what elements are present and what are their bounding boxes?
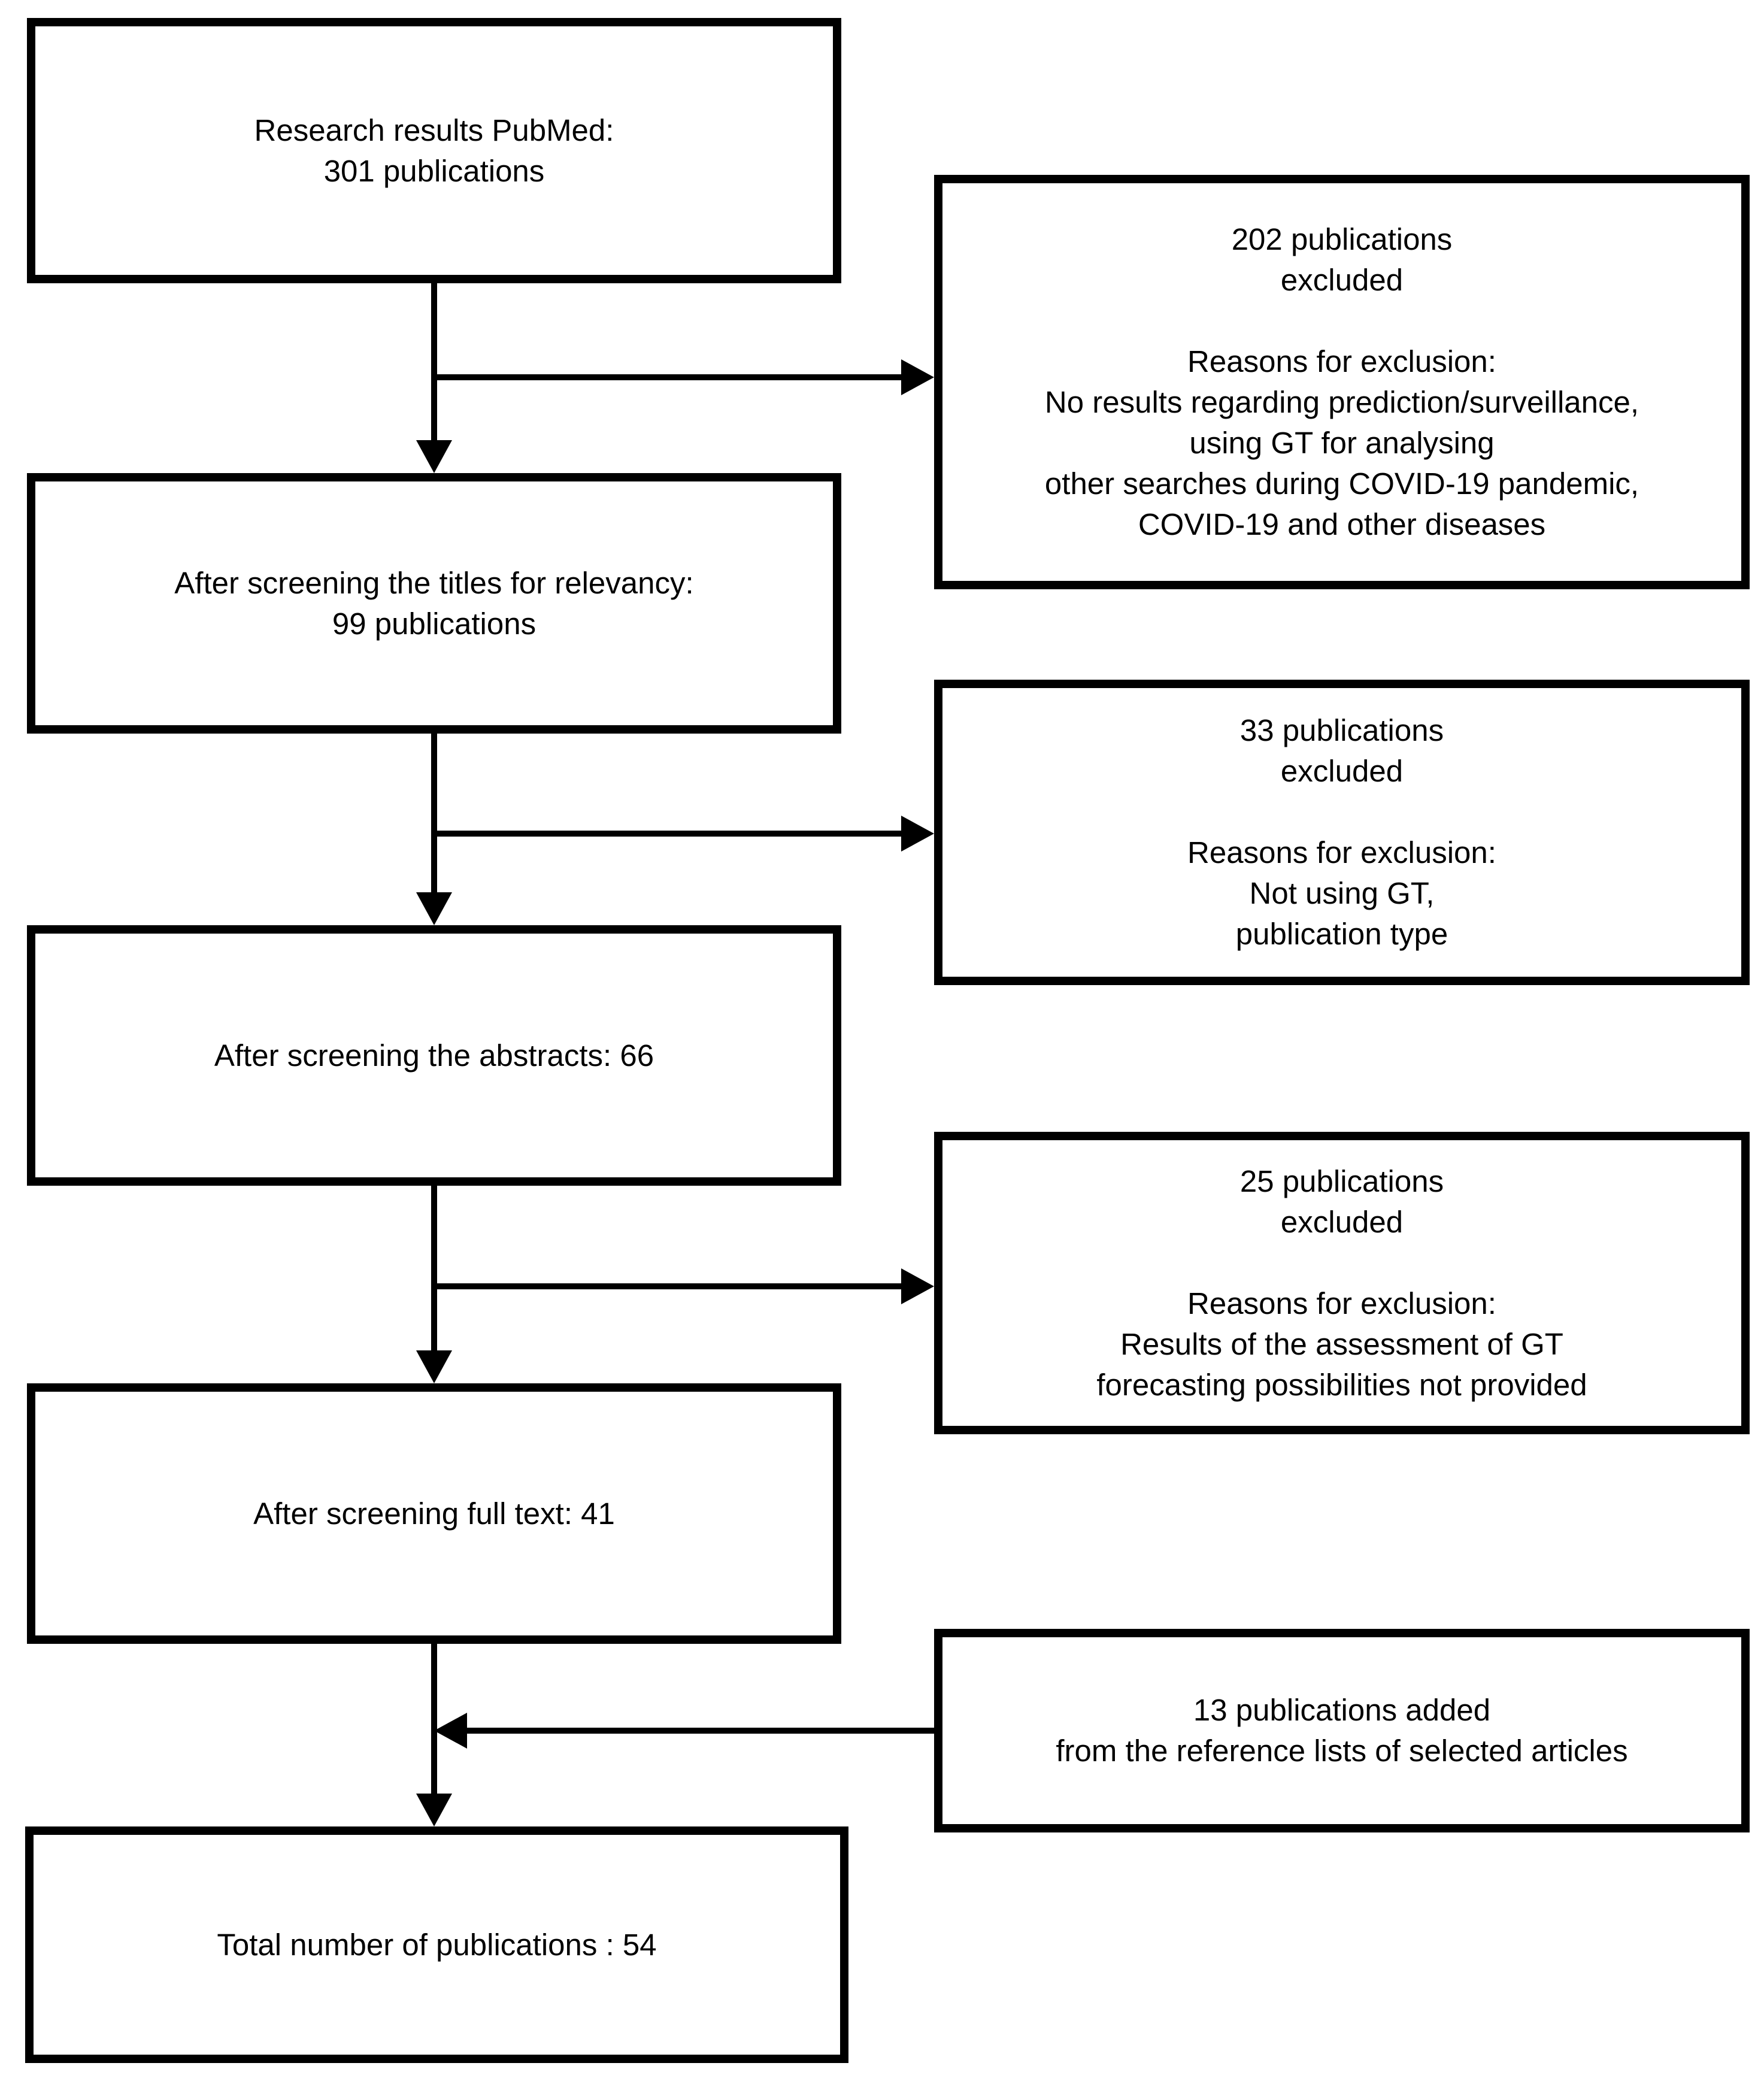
- arrow-down-4-head: [416, 1794, 452, 1826]
- arrow-branch-2-line: [431, 831, 903, 837]
- box-title-screening: After screening the titles for relevancy…: [27, 473, 841, 734]
- box-text-line: 33 publications: [1239, 713, 1444, 747]
- arrow-branch-1-line: [431, 374, 903, 380]
- box-text-line: other searches during COVID-19 pandemic,: [1044, 467, 1639, 501]
- arrow-down-2-line: [431, 734, 437, 894]
- box-added-references: 13 publications added from the reference …: [934, 1629, 1750, 1832]
- box-text-line: publication type: [1235, 917, 1448, 951]
- box-text-line: Total number of publications : 54: [217, 1927, 657, 1962]
- box-text-line: excluded: [1280, 1204, 1404, 1239]
- box-text-line: 13 publications added: [1193, 1693, 1491, 1727]
- arrow-down-3-line: [431, 1186, 437, 1352]
- box-text-line: forecasting possibilities not provided: [1096, 1367, 1587, 1402]
- box-total: Total number of publications : 54: [25, 1826, 848, 2063]
- box-excluded-abstracts: 33 publications excluded Reasons for excl…: [934, 680, 1750, 985]
- arrow-down-1-head: [416, 440, 452, 473]
- box-text-line: After screening the titles for relevancy…: [174, 565, 694, 600]
- box-text-line: Results of the assessment of GT: [1120, 1326, 1563, 1361]
- box-text-line: Reasons for exclusion:: [1187, 835, 1496, 870]
- box-text-line: Reasons for exclusion:: [1187, 344, 1496, 378]
- box-text-line: using GT for analysing: [1189, 426, 1495, 460]
- box-text-line: 99 publications: [332, 606, 537, 641]
- arrow-branch-2-head: [901, 816, 934, 852]
- box-text-line: After screening full text: 41: [253, 1496, 615, 1531]
- arrow-down-2-head: [416, 892, 452, 925]
- box-text-line: 202 publications: [1231, 222, 1453, 256]
- box-text-line: excluded: [1280, 263, 1404, 297]
- box-text-line: from the reference lists of selected art…: [1056, 1734, 1628, 1768]
- box-text-line: Research results PubMed:: [254, 113, 614, 147]
- box-text-line: 301 publications: [323, 153, 545, 188]
- arrow-down-1-line: [431, 283, 437, 442]
- arrow-down-3-head: [416, 1350, 452, 1383]
- box-abstract-screening: After screening the abstracts: 66: [27, 925, 841, 1186]
- box-fulltext-screening: After screening full text: 41: [27, 1383, 841, 1644]
- box-text-line: excluded: [1280, 754, 1404, 788]
- arrow-add-left-line: [467, 1728, 934, 1734]
- box-text-line: After screening the abstracts: 66: [214, 1038, 654, 1073]
- box-excluded-titles: 202 publications excluded Reasons for exc…: [934, 175, 1750, 589]
- box-text-line: Reasons for exclusion:: [1187, 1286, 1496, 1320]
- box-search-results: Research results PubMed: 301 publications: [27, 18, 841, 283]
- arrow-branch-3-line: [431, 1283, 903, 1289]
- box-text-line: [1338, 1243, 1346, 1283]
- arrow-branch-1-head: [901, 359, 934, 395]
- box-text-line: 25 publications: [1239, 1164, 1444, 1198]
- arrow-branch-3-head: [901, 1268, 934, 1304]
- box-text-line: No results regarding prediction/surveill…: [1044, 385, 1639, 419]
- box-text-line: Not using GT,: [1249, 876, 1435, 910]
- box-excluded-fulltext: 25 publications excluded Reasons for excl…: [934, 1132, 1750, 1434]
- box-text-line: COVID-19 and other diseases: [1138, 507, 1546, 541]
- box-text-line: [1338, 301, 1346, 341]
- box-text-line: [1338, 792, 1346, 832]
- arrow-add-left-head: [434, 1713, 467, 1749]
